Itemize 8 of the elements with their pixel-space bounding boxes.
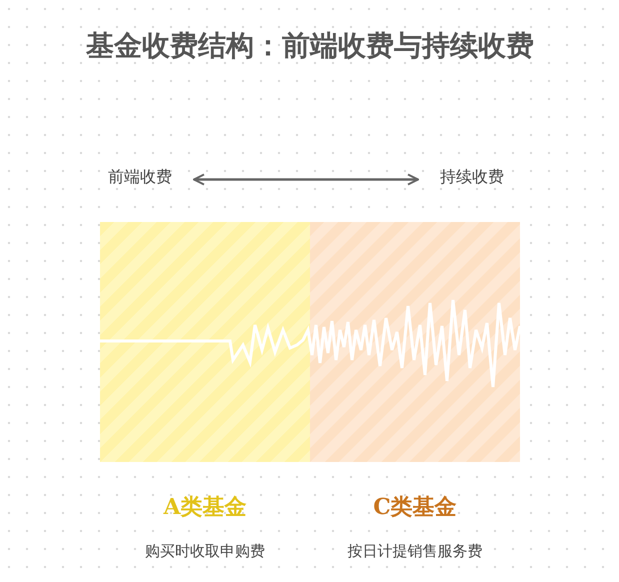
double-arrow (193, 174, 419, 186)
fund-class-heading: A类基金 (162, 493, 248, 522)
fund-class-heading: C类基金 (372, 493, 458, 522)
text-label: 前端收费 (108, 167, 172, 188)
description-text: 购买时收取申购费 (144, 542, 266, 561)
text-label: 持续收费 (440, 167, 504, 188)
diagram-title: 基金收费结构：前端收费与持续收费 (85, 28, 535, 64)
description-text: 按日计提销售服务费 (346, 542, 484, 561)
